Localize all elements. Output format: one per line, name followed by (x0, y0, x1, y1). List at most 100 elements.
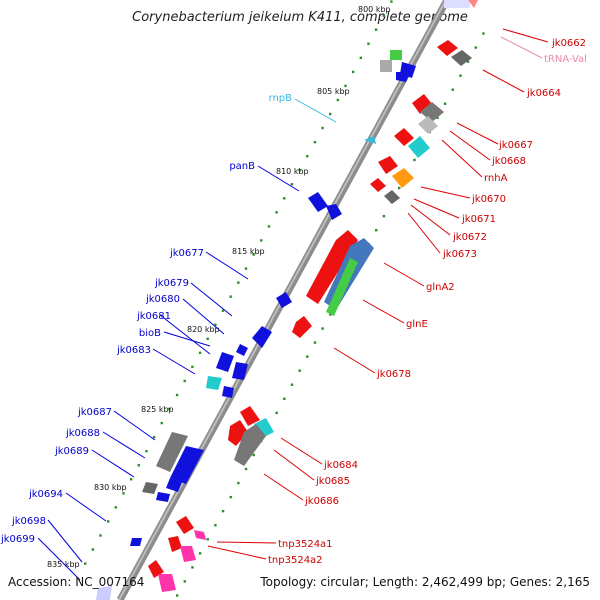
label-jk0686[interactable]: jk0686 (304, 496, 339, 507)
feature-jk0683[interactable] (206, 376, 222, 390)
track-dot (290, 183, 294, 186)
label-glna2[interactable]: glnA2 (426, 282, 455, 293)
label-jk0683[interactable]: jk0683 (116, 345, 151, 356)
feature-jk0689-b[interactable] (142, 482, 158, 494)
feature-blue-top-b[interactable] (396, 72, 410, 82)
label-jk0699[interactable]: jk0699 (0, 534, 35, 545)
track-dot (382, 14, 385, 17)
feature-glna2[interactable] (306, 230, 358, 304)
feature-biob[interactable] (232, 362, 248, 380)
feature-jk0662[interactable] (437, 40, 458, 56)
feature-jk0667b[interactable] (418, 116, 438, 134)
scale-805: 805 kbp (317, 87, 350, 96)
label-glne[interactable]: glnE (406, 319, 428, 330)
feature-tnp3524a2-b[interactable] (180, 546, 196, 562)
feature-jk0686[interactable] (234, 424, 266, 466)
feature-green-top[interactable] (390, 50, 402, 60)
feature-jk0683-b[interactable] (222, 386, 234, 398)
track-dot (306, 355, 309, 358)
feature-jk0685[interactable] (228, 420, 248, 446)
label-jk0664[interactable]: jk0664 (526, 88, 561, 99)
track-dot (214, 323, 217, 326)
label-jk0687[interactable]: jk0687 (77, 407, 112, 418)
feature-tnp3524a2[interactable] (168, 536, 182, 552)
label-trna-val[interactable]: tRNA-Val (544, 54, 587, 65)
label-rnpb[interactable]: rnpB (269, 93, 293, 104)
label-tnp3524a1[interactable]: tnp3524a1 (278, 539, 333, 550)
feature-jk0687[interactable] (156, 432, 188, 472)
feature-jk0699[interactable] (96, 586, 112, 600)
track-dot (221, 309, 225, 312)
feature-trna[interactable] (451, 50, 472, 66)
track-dot (336, 98, 340, 102)
feature-jk0677[interactable] (276, 292, 292, 308)
track-dot (329, 112, 332, 116)
track-dot (290, 383, 294, 386)
feature-panb-b[interactable] (326, 204, 342, 220)
track-dot (313, 140, 317, 144)
feature-tnp3524a1-b[interactable] (194, 530, 206, 540)
label-jk0698[interactable]: jk0698 (11, 516, 46, 527)
leader-lines-left (37, 98, 337, 581)
feature-jk0678[interactable] (292, 316, 312, 338)
label-panb[interactable]: panB (229, 161, 255, 172)
feature-bottom-red[interactable] (148, 560, 164, 578)
label-tnp3524a2[interactable]: tnp3524a2 (268, 555, 323, 566)
label-jk0679[interactable]: jk0679 (154, 278, 189, 289)
feature-tnp3524a1[interactable] (176, 516, 194, 534)
feature-jk0673[interactable] (384, 190, 400, 204)
label-jk0680[interactable]: jk0680 (145, 294, 180, 305)
label-jk0681[interactable]: jk0681 (136, 311, 171, 322)
feature-jk0684a[interactable] (240, 406, 260, 426)
feature-top-arrow[interactable] (468, 0, 478, 8)
label-rnha[interactable]: rnhA (484, 173, 508, 184)
feature-jk0688[interactable] (170, 446, 204, 484)
feature-jk0684b[interactable] (254, 418, 274, 438)
label-jk0662[interactable]: jk0662 (551, 38, 586, 49)
label-jk0685[interactable]: jk0685 (315, 476, 350, 487)
feature-jk0698[interactable] (130, 538, 142, 546)
track-dot (267, 225, 271, 228)
feature-jk0680[interactable] (236, 344, 248, 356)
track-dot (206, 538, 209, 541)
feature-jk0671[interactable] (392, 168, 414, 188)
feature-rnha[interactable] (408, 136, 430, 158)
label-jk0671[interactable]: jk0671 (461, 214, 496, 225)
label-jk0684[interactable]: jk0684 (323, 460, 358, 471)
feature-jk0689[interactable] (166, 478, 182, 492)
label-jk0667[interactable]: jk0667 (498, 140, 533, 151)
track-dot (175, 594, 179, 597)
feature-panb-a[interactable] (308, 192, 328, 212)
feature-jk0694[interactable] (156, 492, 170, 502)
label-jk0677[interactable]: jk0677 (169, 248, 204, 259)
track-dot (329, 313, 332, 316)
label-jk0688[interactable]: jk0688 (65, 428, 100, 439)
feature-rnpb[interactable] (364, 136, 376, 144)
track-dot (283, 197, 286, 200)
scale-810: 810 kbp (276, 167, 309, 176)
label-biob[interactable]: bioB (139, 328, 161, 339)
feature-jk0679[interactable] (252, 326, 272, 348)
feature-grey-top[interactable] (380, 60, 392, 72)
feature-top-block[interactable] (444, 0, 470, 8)
label-jk0694[interactable]: jk0694 (28, 489, 63, 500)
label-jk0678[interactable]: jk0678 (376, 369, 411, 380)
track-dot (474, 46, 477, 49)
feature-glne[interactable] (326, 258, 358, 316)
track-dot (137, 464, 140, 467)
label-jk0670[interactable]: jk0670 (471, 194, 506, 205)
label-jk0672[interactable]: jk0672 (452, 232, 487, 243)
feature-jk0681[interactable] (216, 352, 234, 372)
feature-jk0664[interactable] (412, 94, 432, 114)
feature-bottom-pink[interactable] (158, 574, 176, 592)
feature-jk0667a[interactable] (420, 102, 444, 122)
track-dot (122, 492, 125, 495)
label-jk0668[interactable]: jk0668 (491, 156, 526, 167)
feature-jk0670[interactable] (378, 156, 398, 174)
feature-jk0668[interactable] (394, 128, 414, 146)
label-jk0689[interactable]: jk0689 (54, 446, 89, 457)
feature-jk0672[interactable] (370, 178, 386, 192)
label-jk0673[interactable]: jk0673 (442, 249, 477, 260)
track-dot (375, 228, 378, 232)
scale-labels: 800 kbp 805 kbp 810 kbp 815 kbp 820 kbp … (47, 5, 391, 569)
